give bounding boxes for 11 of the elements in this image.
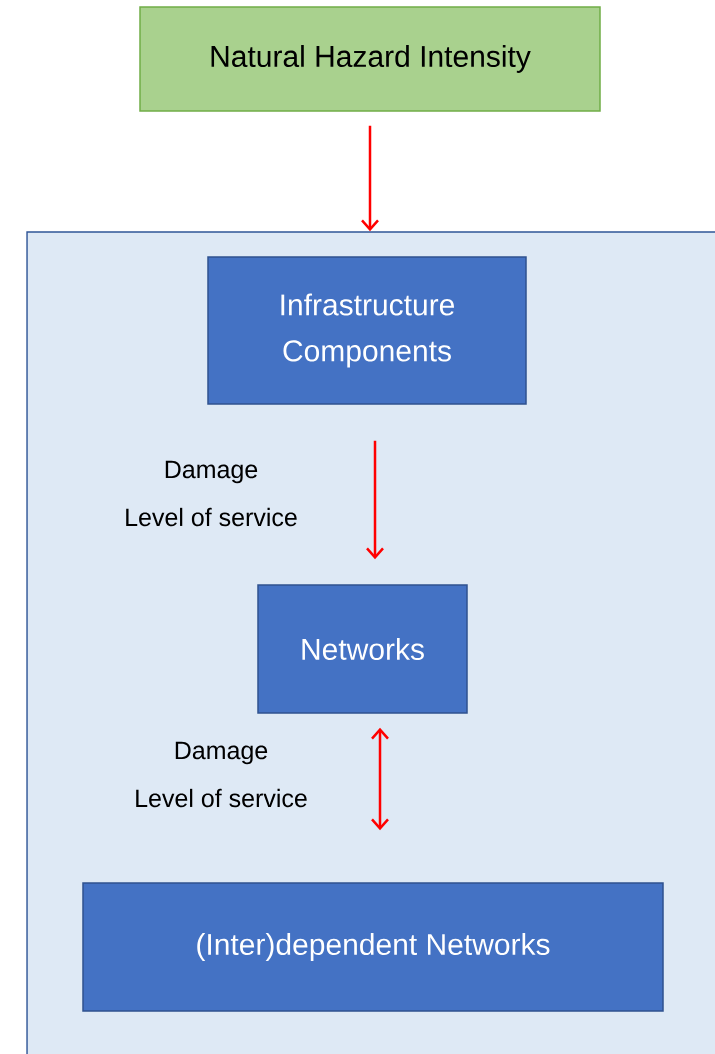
input-box: Natural Hazard Intensity — [139, 6, 601, 112]
annotation-text: Level of service — [136, 788, 307, 808]
arrow — [371, 727, 389, 831]
process-box: (Inter)dependent Networks — [82, 882, 664, 1012]
arrow — [366, 440, 384, 560]
annotation-text: Damage — [165, 460, 258, 484]
process-box: Infrastructure Components — [207, 256, 527, 405]
arrow — [361, 125, 379, 232]
process-box: Networks — [257, 584, 468, 714]
annotation-text: Level of service — [126, 507, 297, 527]
annotation-text: Damage — [175, 741, 268, 765]
